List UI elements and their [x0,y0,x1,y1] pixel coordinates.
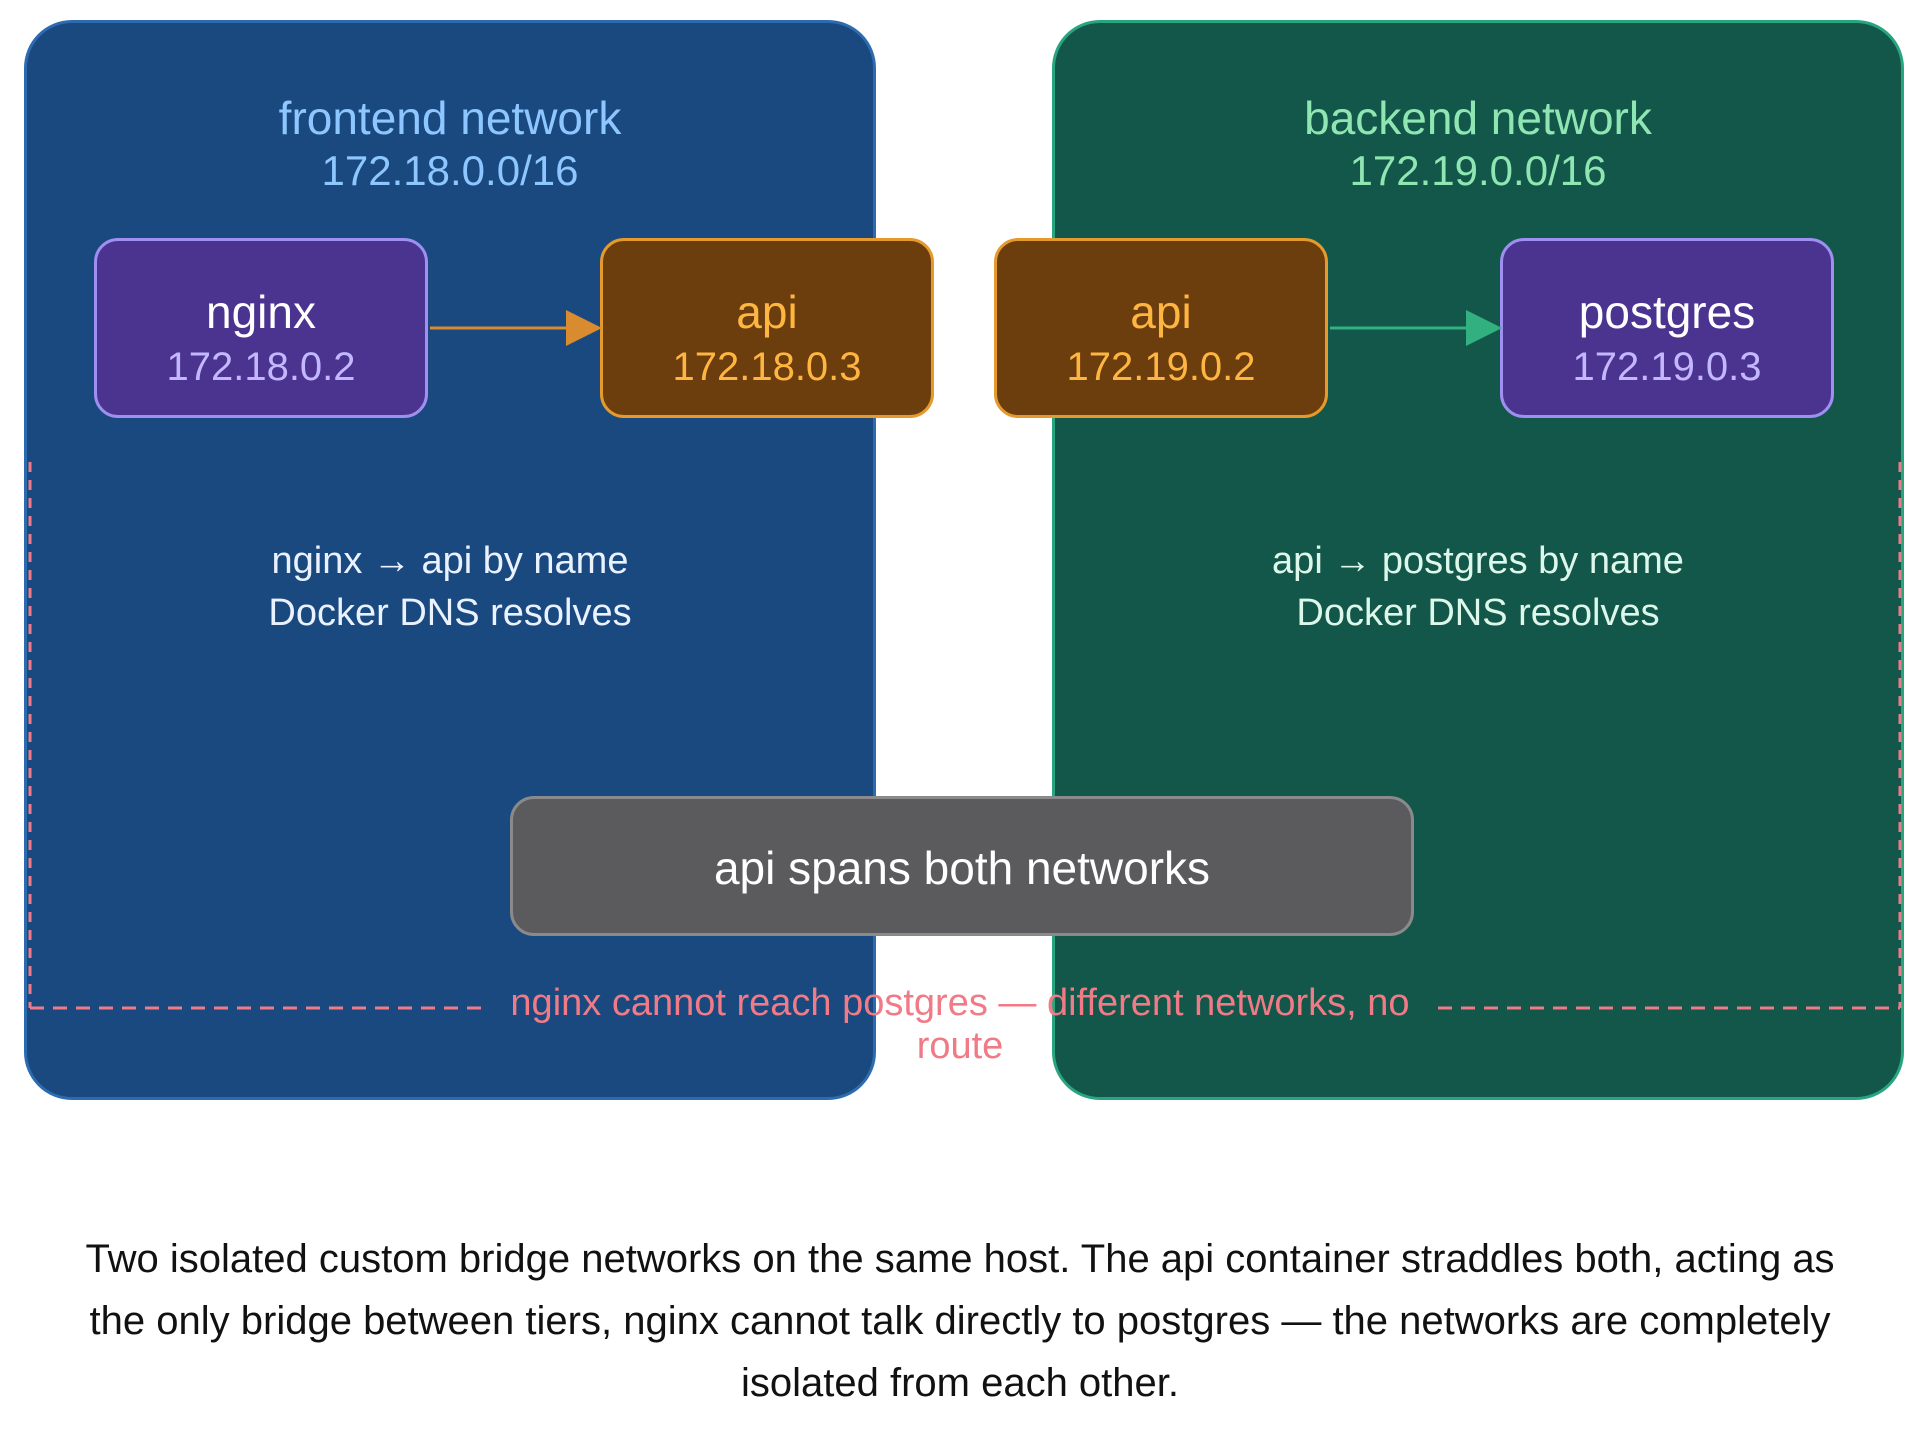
api-spans-both-box: api spans both networks [510,796,1414,936]
frontend-network-panel: frontend network 172.18.0.0/16 [24,20,876,1100]
isolation-label: nginx cannot reach postgres — different … [510,982,1410,1067]
backend-dns-note-line2: Docker DNS resolves [1296,592,1660,634]
frontend-dns-note-line1: nginx → api by name [271,540,629,582]
nginx-container-ip: 172.18.0.2 [166,345,356,389]
nginx-container: nginx 172.18.0.2 [94,238,428,418]
frontend-dns-note-line2: Docker DNS resolves [268,592,632,634]
frontend-dns-note: nginx → api by name Docker DNS resolves [24,535,876,639]
frontend-network-subnet: 172.18.0.0/16 [321,147,579,194]
backend-dns-note: api → postgres by name Docker DNS resolv… [1052,535,1904,639]
backend-network-title: backend network [1304,92,1652,144]
api-frontend-name: api [736,286,798,338]
api-spans-both-label: api spans both networks [713,842,1211,894]
diagram-caption: Two isolated custom bridge networks on t… [85,1237,1835,1405]
api-backend-name: api [1130,286,1192,338]
backend-dns-note-line1: api → postgres by name [1272,540,1684,582]
api-frontend-ip: 172.18.0.3 [672,345,862,389]
frontend-network-title: frontend network [278,92,622,144]
postgres-container-name: postgres [1578,286,1756,338]
api-container-backend: api 172.19.0.2 [994,238,1328,418]
nginx-container-name: nginx [206,286,316,338]
postgres-container: postgres 172.19.0.3 [1500,238,1834,418]
api-backend-ip: 172.19.0.2 [1066,345,1256,389]
backend-network-subnet: 172.19.0.0/16 [1349,147,1607,194]
postgres-container-ip: 172.19.0.3 [1572,345,1762,389]
api-container-frontend: api 172.18.0.3 [600,238,934,418]
